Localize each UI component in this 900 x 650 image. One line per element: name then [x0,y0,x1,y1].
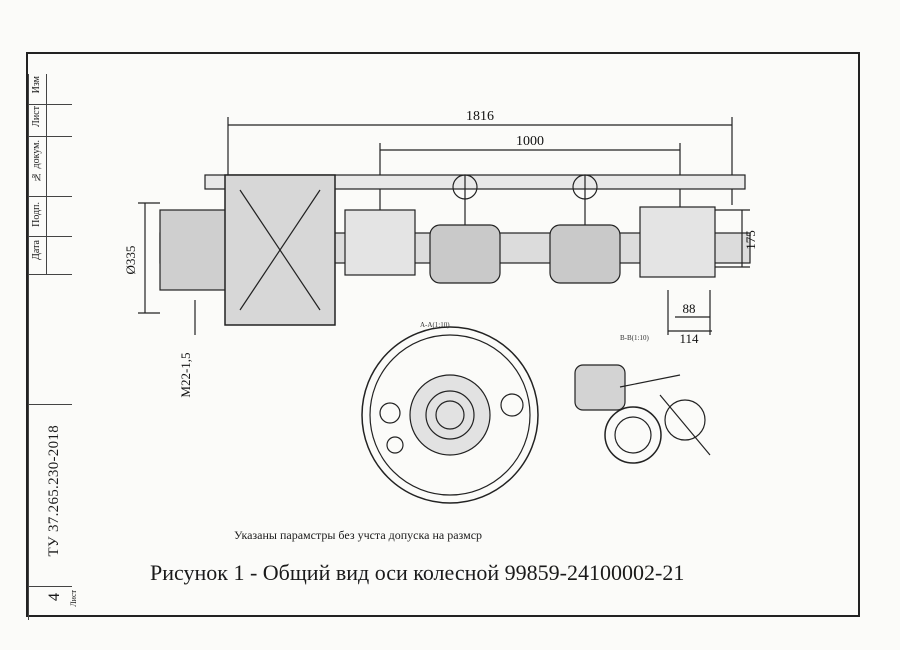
sheet-number: 4 [46,593,63,601]
column-signature: Подп. [31,202,42,227]
title-block: Изм Лист № докум. Подп. Дата [28,74,72,620]
brake-chamber-left [429,224,501,284]
brake-chamber-right [549,224,621,284]
view-label-a: А-А(1:10) [420,321,450,329]
title-block-row [28,236,72,237]
title-block-row [28,404,72,405]
sheet-label: Лист [69,590,78,607]
section-b-chamber [574,364,626,411]
document-code: ТУ 37.265.230-2018 [46,425,62,557]
title-block-edge [28,74,29,620]
section-a-outer [361,326,539,504]
dimension-diameter: Ø335 [123,246,138,275]
title-block-divider [46,74,47,274]
column-list: Лист [31,106,42,127]
column-doc-number: № докум. [31,140,42,183]
title-block-row [28,104,72,105]
dimension-thread: M22-1,5 [178,352,193,397]
axle-drawing: 1816 1000 Ø335 175 88 114 M22-1,5 А-А(1:… [123,109,758,504]
spring-seat-right [639,206,716,278]
dimension-114: 114 [679,331,699,346]
spring-seat-left [344,209,416,276]
tolerance-note: Указаны парамстры без учста допуска на р… [234,528,483,542]
view-label-b: В-В(1:10) [620,334,649,342]
title-block-row [28,136,72,137]
dimension-88: 88 [683,301,696,316]
figure-caption: Рисунок 1 - Общий вид оси колесной 99859… [150,560,685,585]
column-izm: Изм [31,76,42,94]
dimension-height: 175 [743,230,758,250]
axle-beam [204,174,746,190]
title-block-row [28,274,72,275]
dimension-overall: 1816 [466,109,494,124]
column-date: Дата [31,240,42,260]
title-block-row [28,586,72,587]
title-block-row [28,196,72,197]
dimension-inner: 1000 [516,134,544,149]
drawing-frame [26,52,860,617]
